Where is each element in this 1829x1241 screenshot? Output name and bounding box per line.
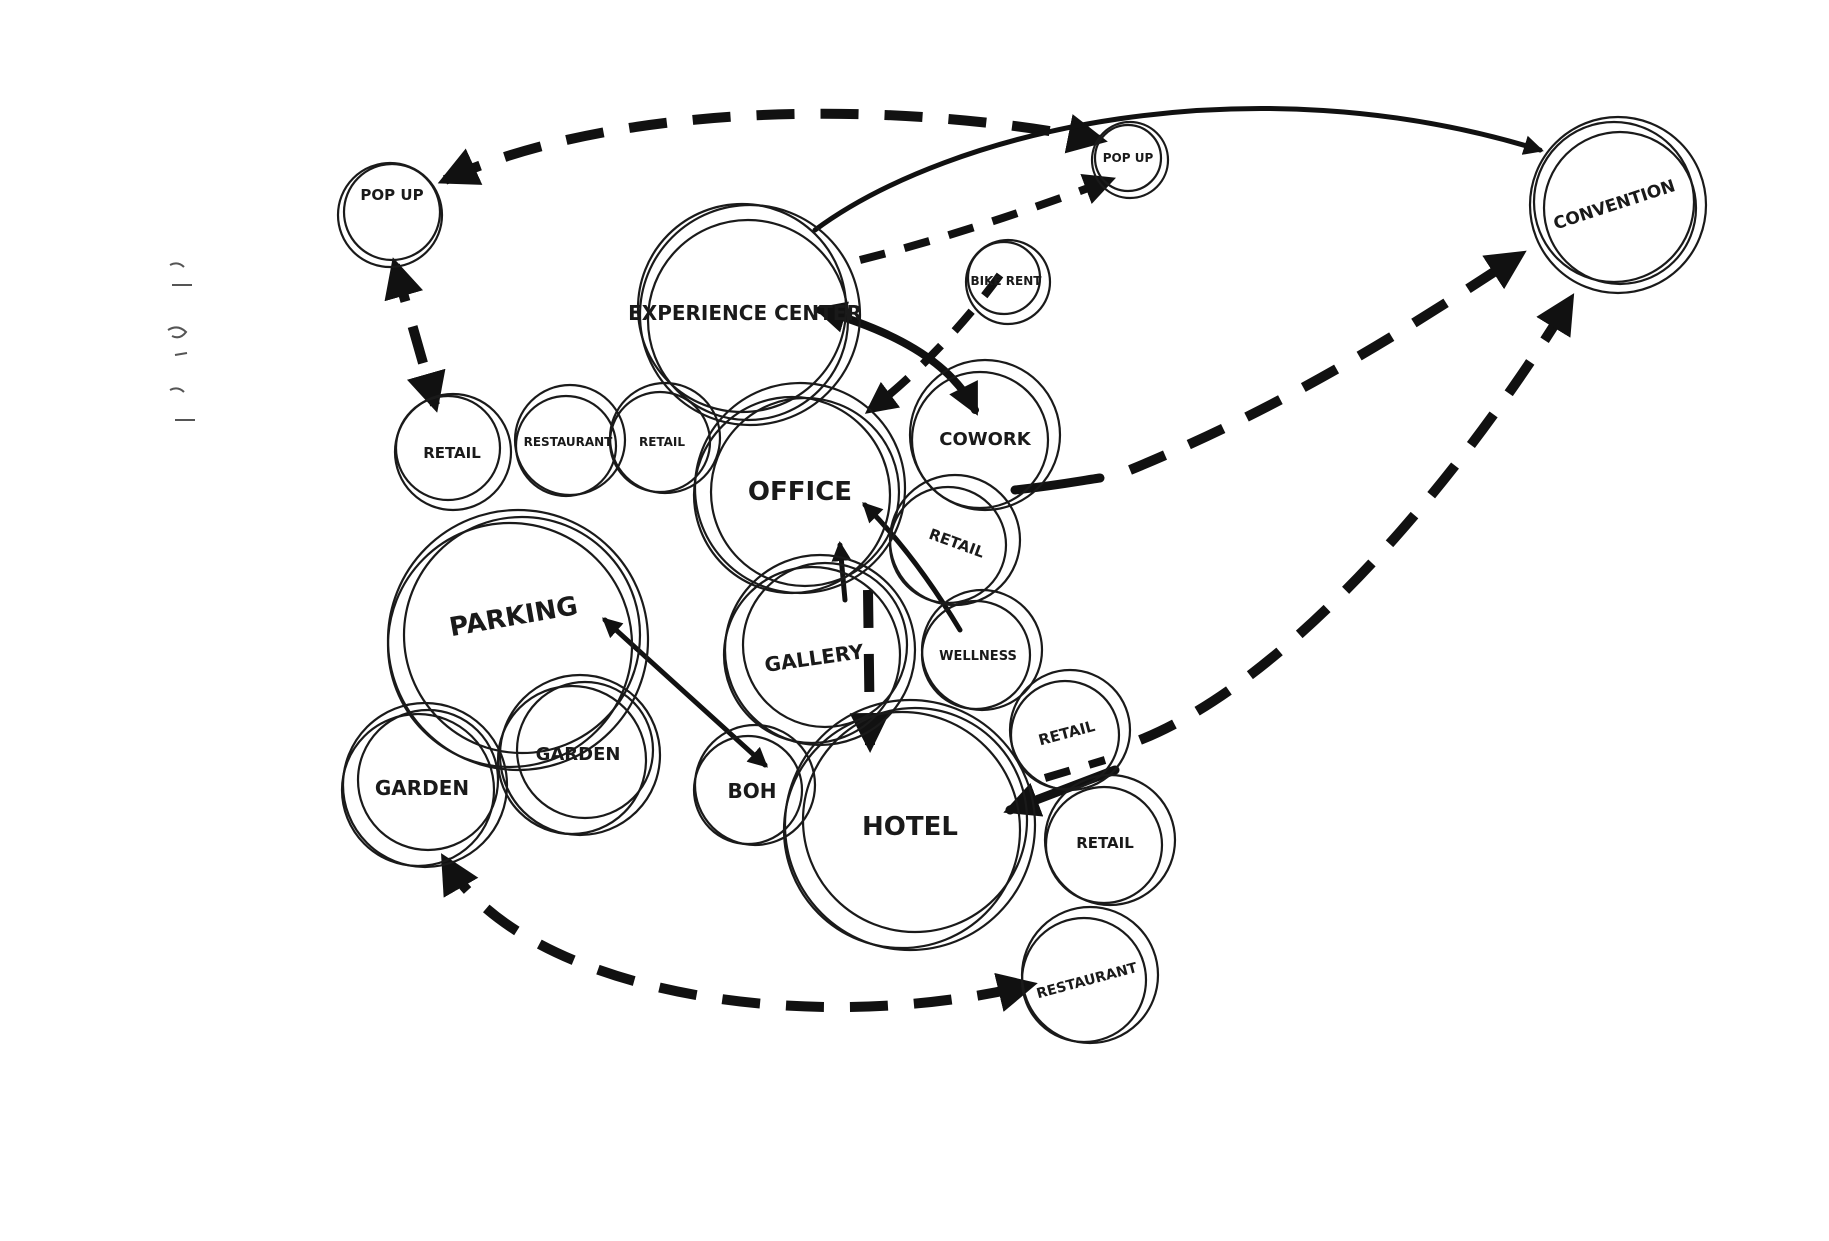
bubble-label: GARDEN [375, 776, 469, 800]
bubble-gallery: GALLERY [722, 553, 917, 747]
bubble-label: CONVENTION [1551, 176, 1678, 234]
dashed-links [384, 108, 1575, 1013]
bubble-hotel: HOTEL [782, 698, 1037, 952]
bubble-label: HOTEL [862, 812, 958, 842]
bubble-label: WELLNESS [939, 649, 1017, 664]
bubble-experience-center: EXPERIENCE CENTER [628, 202, 862, 427]
bubble-retail-2: RETAIL [608, 381, 722, 495]
bubble-label: RESTAURANT [524, 435, 614, 449]
bubble-label: BIKE RENT [971, 274, 1043, 288]
bubble-label: RETAIL [639, 435, 685, 449]
bubble-label: RETAIL [1037, 717, 1098, 749]
bubble-label: RESTAURANT [1035, 960, 1140, 1002]
bubble-label: RETAIL [1076, 834, 1134, 852]
bubble-office: OFFICE [692, 381, 907, 595]
bubble-label: RETAIL [927, 525, 988, 562]
margin-notes [167, 262, 195, 421]
bubble-label: BOH [728, 779, 777, 803]
bubble-label: GARDEN [536, 744, 621, 765]
solid-links [602, 105, 1544, 817]
bubble-label: COWORK [939, 429, 1032, 450]
bubble-parking: PARKING [386, 508, 650, 772]
bubble-garden-1: GARDEN [340, 701, 509, 869]
bubble-restaurant-2: RESTAURANT [1020, 905, 1160, 1045]
bubble-wellness: WELLNESS [920, 588, 1044, 712]
bubble-restaurant-1: RESTAURANT [513, 383, 627, 498]
bubble-popup-left: POP UP [336, 161, 444, 269]
bubble-label: EXPERIENCE CENTER [628, 301, 862, 325]
bubble-label: POP UP [1103, 151, 1154, 165]
bubble-retail-5: RETAIL [1043, 773, 1177, 907]
bubble-cowork: COWORK [908, 358, 1062, 512]
bubble-popup-right: POP UP [1090, 120, 1170, 200]
bubble-label: OFFICE [748, 477, 852, 507]
bubble-bike-rent: BIKE RENT [964, 238, 1052, 326]
bubble-label: RETAIL [423, 444, 481, 462]
bubble-convention: CONVENTION [1528, 115, 1708, 295]
bubble-label: GALLERY [763, 639, 866, 677]
bubble-retail-1: RETAIL [393, 392, 513, 512]
bubble-retail-3: RETAIL [888, 473, 1022, 607]
bubble-boh: BOH [692, 723, 817, 847]
bubble-label: PARKING [447, 591, 580, 643]
bubble-label: POP UP [360, 186, 423, 204]
bubble-garden-2: GARDEN [496, 673, 662, 837]
